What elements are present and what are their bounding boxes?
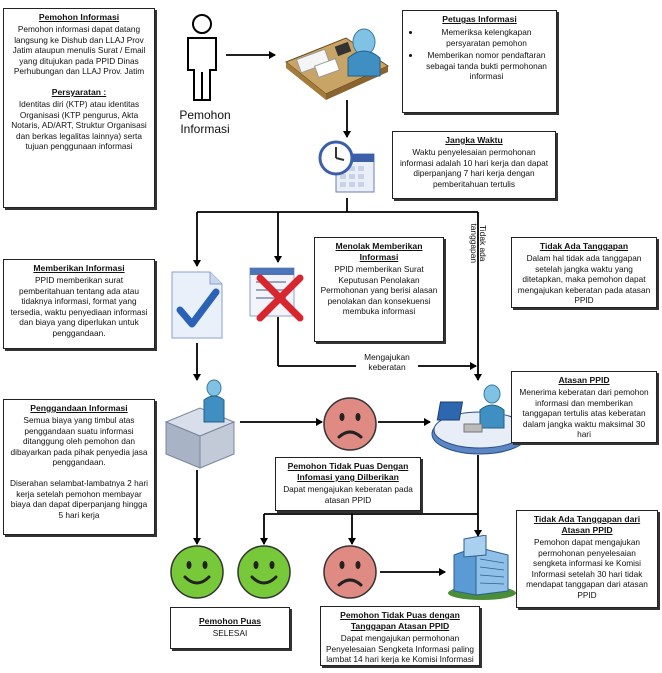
tidak-puas-informasi-box: Pemohon Tidak Puas Dengan Infomasi yang … [275, 457, 421, 511]
copier-officer-icon [164, 379, 236, 469]
happy-face-icon [237, 545, 291, 599]
tidak-puas-atasan-box: Pemohon Tidak Puas dengan Tanggapan Atas… [320, 606, 480, 666]
memberikan-informasi-box: Memberikan Informasi PPID memberikan sur… [3, 259, 155, 349]
penggandaan-informasi-box: Penggandaan Informasi Semua biaya yang t… [3, 399, 155, 535]
box-title: Pemohon Tidak Puas dengan Tanggapan Atas… [340, 610, 460, 631]
box-title: Jangka Waktu [445, 135, 503, 145]
rejected-document-icon [249, 267, 304, 322]
list-item: Memberikan nomor pendaftaran sebagai tan… [421, 50, 552, 82]
box-title: Atasan PPID [558, 375, 610, 385]
box-body: SELESAI [212, 628, 248, 638]
sad-face-icon [323, 397, 377, 451]
box-body: PPID memberikan Surat Keputusan Penolaka… [320, 264, 438, 317]
box-body: Identitas diri (KTP) atau identitas Orga… [11, 99, 147, 152]
box-body: Pemohon informasi dapat datang langsung … [12, 24, 146, 77]
box-title: Tidak Ada Tanggapan dari Atasan PPID [533, 514, 641, 535]
supervisor-desk-icon [431, 384, 529, 455]
building-icon [448, 535, 516, 600]
box-title: Persyaratan : [51, 87, 107, 98]
box-title: Penggandaan Informasi [30, 403, 128, 413]
menolak-informasi-box: Menolak Memberikan Informasi PPID member… [314, 237, 444, 342]
mengajukan-keberatan-label: Mengajukan keberatan [356, 352, 418, 373]
box-title: Menolak Memberikan Informasi [335, 241, 423, 262]
officer-desk-icon [285, 28, 390, 100]
calendar-clock-icon [318, 140, 375, 193]
person-icon [187, 14, 217, 101]
box-body: Dapat mengajukan keberatan pada atasan P… [283, 484, 413, 505]
box-body: Menerima keberatan dari pemohon informas… [519, 387, 649, 440]
happy-face-icon [170, 545, 224, 599]
box-title: Memberikan Informasi [33, 263, 125, 273]
box-body: Dapat mengajukan permohonan Penyelesaian… [325, 633, 475, 665]
approved-document-icon [171, 271, 223, 339]
box-body: Waktu penyelesaian permohonan informasi … [399, 147, 549, 189]
atasan-ppid-box: Atasan PPID Menerima keberatan dari pemo… [511, 371, 657, 443]
box-body: Diserahan selambat-lambatnya 2 hari kerj… [10, 478, 148, 520]
petugas-informasi-box: Petugas Informasi Memeriksa kelengkapan … [402, 10, 557, 113]
box-body: Semua biaya yang timbul atas penggandaan… [10, 415, 148, 468]
jangka-waktu-box: Jangka Waktu Waktu penyelesaian permohon… [392, 131, 556, 199]
petugas-task-list: Memeriksa kelengkapan persyaratan pemoho… [421, 27, 552, 82]
sad-face-icon [323, 545, 377, 599]
box-body: PPID memberikan surat pemberitahuan tent… [10, 275, 148, 339]
box-body: Pemohon dapat mengajukan permohonan peny… [526, 537, 648, 601]
box-title: Petugas Informasi [442, 14, 517, 24]
tidak-ada-tanggapan-box: Tidak Ada Tanggapan Dalam hal tidak ada … [511, 237, 657, 308]
tidak-ada-tanggapan-label: Tidak ada tanggapan [469, 223, 489, 264]
tidak-ada-tanggapan-atasan-box: Tidak Ada Tanggapan dari Atasan PPID Pem… [516, 510, 658, 608]
actor-label: Pemohon Informasi [179, 108, 231, 137]
pemohon-informasi-box: Pemohon Informasi Pemohon informasi dapa… [3, 8, 155, 208]
box-title: Pemohon Informasi [38, 12, 120, 22]
box-body: Dalam hal tidak ada tanggapan setelah ja… [517, 253, 651, 306]
box-title: Pemohon Tidak Puas Dengan Infomasi yang … [287, 461, 409, 482]
box-title: Pemohon Puas [198, 616, 262, 626]
list-item: Memeriksa kelengkapan persyaratan pemoho… [421, 27, 552, 48]
box-title: Tidak Ada Tanggapan [539, 241, 629, 251]
pemohon-puas-box: Pemohon Puas SELESAI [170, 607, 290, 649]
